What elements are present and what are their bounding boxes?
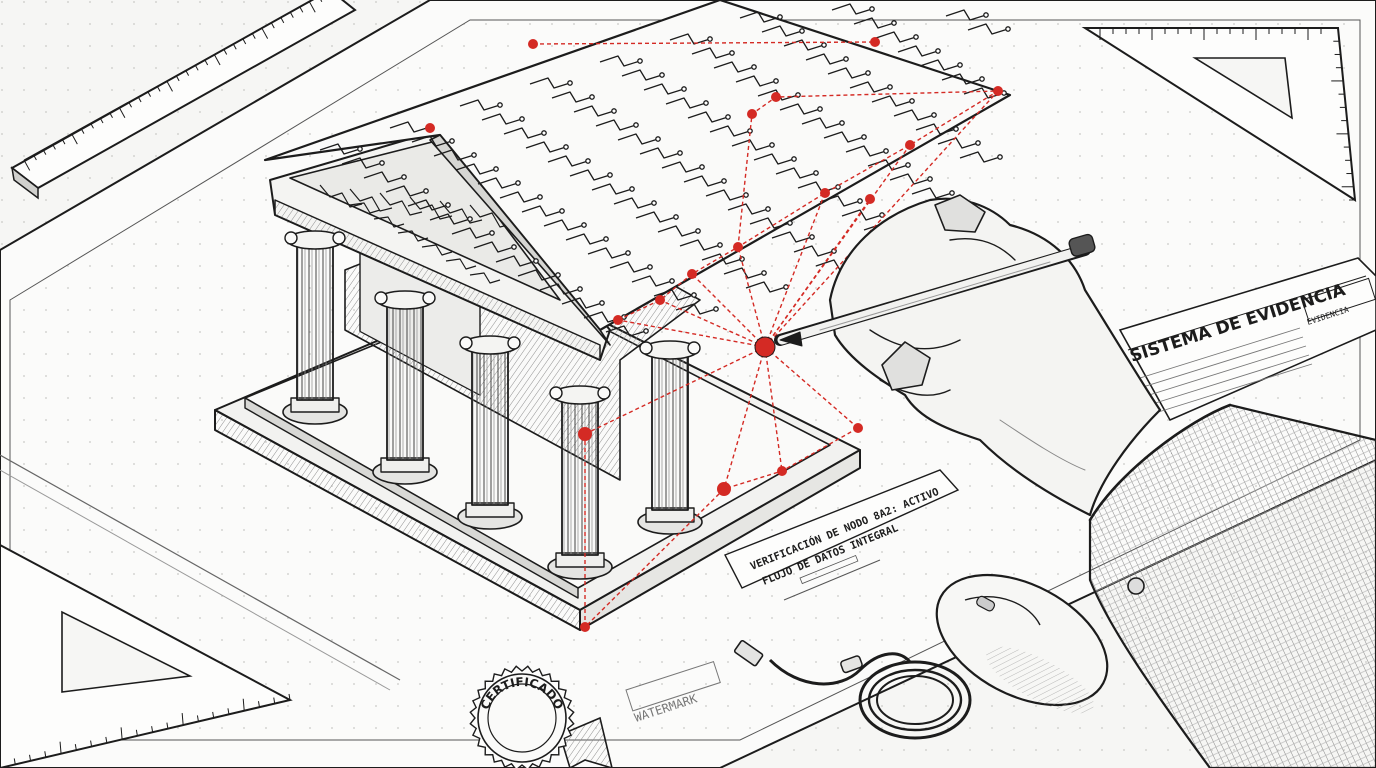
evidence-sheet: SISTEMA DE EVIDENCIA EVIDENCIA: [1118, 257, 1376, 422]
temple-column: [457, 335, 523, 530]
certificate-seal: CERTIFICADO: [469, 665, 613, 768]
mouse-icon: [935, 573, 1109, 714]
network-link: [532, 41, 876, 45]
cuff-button: [1127, 577, 1145, 595]
network-link: [691, 273, 766, 348]
network-node: [853, 423, 863, 433]
network-node: [613, 315, 623, 325]
guide-line: [0, 454, 401, 681]
network-node: [820, 188, 830, 198]
network-node: [993, 86, 1003, 96]
hand-with-pen-icon: [774, 194, 1376, 768]
temple-column: [372, 290, 438, 485]
network-node: [687, 269, 697, 279]
set-square-top-right: [1081, 27, 1357, 202]
ring-bottom: [881, 341, 931, 391]
network-node: [865, 194, 875, 204]
network-link: [617, 319, 766, 348]
network-node: [655, 295, 665, 305]
set-square-bottom-left: [0, 543, 293, 768]
usb-cable-icon: [733, 639, 972, 740]
temple-column: [637, 340, 703, 535]
verification-network: [425, 37, 1003, 632]
network-link: [617, 90, 1001, 321]
network-node: [425, 123, 435, 133]
network-node: [771, 92, 781, 102]
network-node: [717, 482, 731, 496]
network-node: [870, 37, 880, 47]
network-node: [747, 109, 757, 119]
network-node: [777, 466, 787, 476]
network-link: [764, 90, 999, 348]
temple-column: [547, 385, 613, 580]
network-node: [905, 140, 915, 150]
network-link: [723, 346, 766, 490]
network-node: [580, 622, 590, 632]
network-hub-node: [754, 336, 776, 358]
temple-column: [282, 230, 348, 425]
network-link: [737, 246, 766, 348]
scale-ruler: [10, 0, 357, 200]
network-node: [528, 39, 538, 49]
network-node: [578, 427, 592, 441]
network-link: [584, 346, 766, 435]
network-link: [659, 299, 766, 348]
guide-line: [0, 469, 391, 691]
classical-temple-icon: [214, 0, 1012, 631]
ring-top: [934, 194, 986, 233]
network-node: [733, 242, 743, 252]
circuit-roof: [263, 0, 1012, 332]
